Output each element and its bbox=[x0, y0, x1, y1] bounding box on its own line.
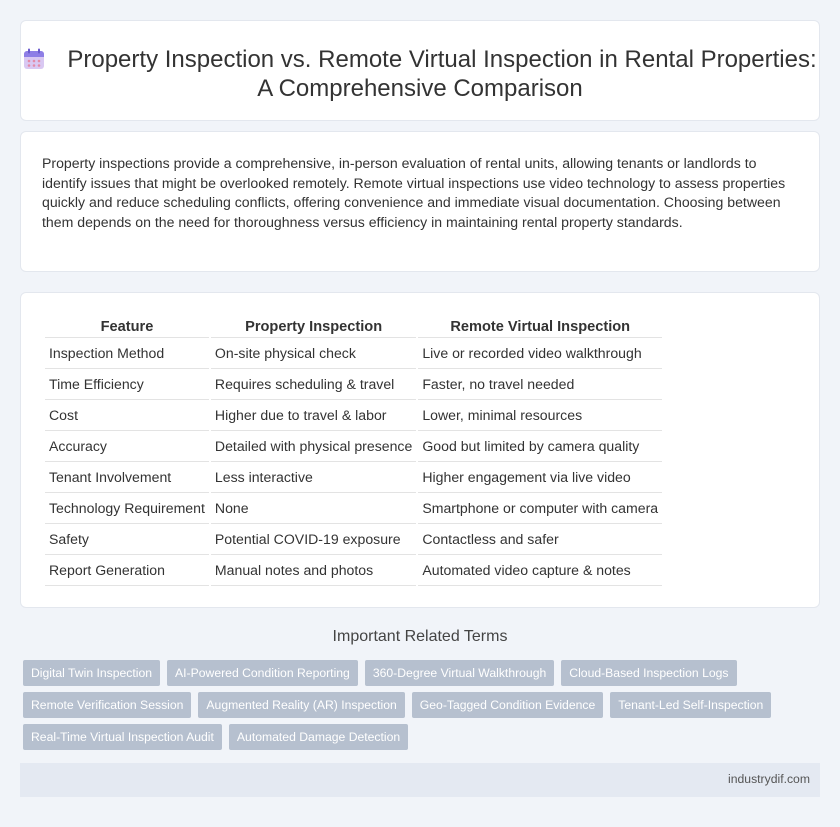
feature-cell: Technology Requirement bbox=[45, 493, 209, 524]
remote-virtual-inspection-cell: Automated video capture & notes bbox=[418, 555, 663, 586]
remote-virtual-inspection-cell: Lower, minimal resources bbox=[418, 400, 663, 431]
property-inspection-cell: None bbox=[210, 493, 417, 524]
related-term-tag[interactable]: Augmented Reality (AR) Inspection bbox=[198, 692, 405, 718]
property-inspection-cell: Less interactive bbox=[210, 462, 417, 493]
feature-cell: Cost bbox=[45, 400, 209, 431]
remote-virtual-inspection-cell: Smartphone or computer with camera bbox=[418, 493, 663, 524]
feature-cell: Tenant Involvement bbox=[45, 462, 209, 493]
footer-site[interactable]: industrydif.com bbox=[728, 772, 810, 786]
remote-virtual-inspection-cell: Good but limited by camera quality bbox=[418, 431, 663, 462]
feature-cell: Safety bbox=[45, 524, 209, 555]
intro-paragraph: Property inspections provide a comprehen… bbox=[42, 155, 786, 230]
related-term-tag[interactable]: AI-Powered Condition Reporting bbox=[167, 660, 358, 686]
related-term-tag[interactable]: Real-Time Virtual Inspection Audit bbox=[23, 724, 222, 750]
intro-card: Property inspections provide a comprehen… bbox=[20, 131, 820, 272]
property-inspection-cell: Requires scheduling & travel bbox=[210, 369, 417, 400]
remote-virtual-inspection-cell: Higher engagement via live video bbox=[418, 462, 663, 493]
property-inspection-cell: Higher due to travel & labor bbox=[210, 400, 417, 431]
related-term-tag[interactable]: Remote Verification Session bbox=[23, 692, 192, 718]
remote-virtual-inspection-cell: Faster, no travel needed bbox=[418, 369, 663, 400]
related-term-tag[interactable]: Automated Damage Detection bbox=[228, 724, 409, 750]
remote-virtual-inspection-cell: Contactless and safer bbox=[418, 524, 663, 555]
column-header-remote-virtual-inspection: Remote Virtual Inspection bbox=[418, 316, 663, 338]
related-term-tag[interactable]: Digital Twin Inspection bbox=[23, 660, 161, 686]
column-header-feature: Feature bbox=[45, 316, 209, 338]
remote-virtual-inspection-cell: Live or recorded video walkthrough bbox=[418, 338, 663, 369]
page-title-text: Property Inspection vs. Remote Virtual I… bbox=[67, 46, 817, 102]
table-header-row: Feature Property Inspection Remote Virtu… bbox=[45, 316, 663, 338]
related-terms-title: Important Related Terms bbox=[332, 628, 508, 645]
title-card: Property Inspection vs. Remote Virtual I… bbox=[20, 20, 820, 121]
feature-cell: Report Generation bbox=[45, 555, 209, 586]
calendar-icon bbox=[24, 48, 45, 69]
related-term-tag[interactable]: Cloud-Based Inspection Logs bbox=[561, 660, 737, 686]
property-inspection-cell: On-site physical check bbox=[210, 338, 417, 369]
related-term-tag[interactable]: Tenant-Led Self-Inspection bbox=[610, 692, 772, 718]
related-term-tag[interactable]: 360-Degree Virtual Walkthrough bbox=[364, 660, 555, 686]
feature-cell: Accuracy bbox=[45, 431, 209, 462]
property-inspection-cell: Detailed with physical presence bbox=[210, 431, 417, 462]
feature-cell: Time Efficiency bbox=[45, 369, 209, 400]
property-inspection-cell: Potential COVID-19 exposure bbox=[210, 524, 417, 555]
comparison-card: Feature Property Inspection Remote Virtu… bbox=[20, 292, 820, 608]
property-inspection-cell: Manual notes and photos bbox=[210, 555, 417, 586]
page-title: Property Inspection vs. Remote Virtual I… bbox=[21, 45, 819, 103]
related-term-tag[interactable]: Geo-Tagged Condition Evidence bbox=[411, 692, 604, 718]
column-header-property-inspection: Property Inspection bbox=[210, 316, 417, 338]
comparison-table: Feature Property Inspection Remote Virtu… bbox=[43, 316, 664, 586]
feature-cell: Inspection Method bbox=[45, 338, 209, 369]
footer: industrydif.com bbox=[20, 763, 820, 797]
